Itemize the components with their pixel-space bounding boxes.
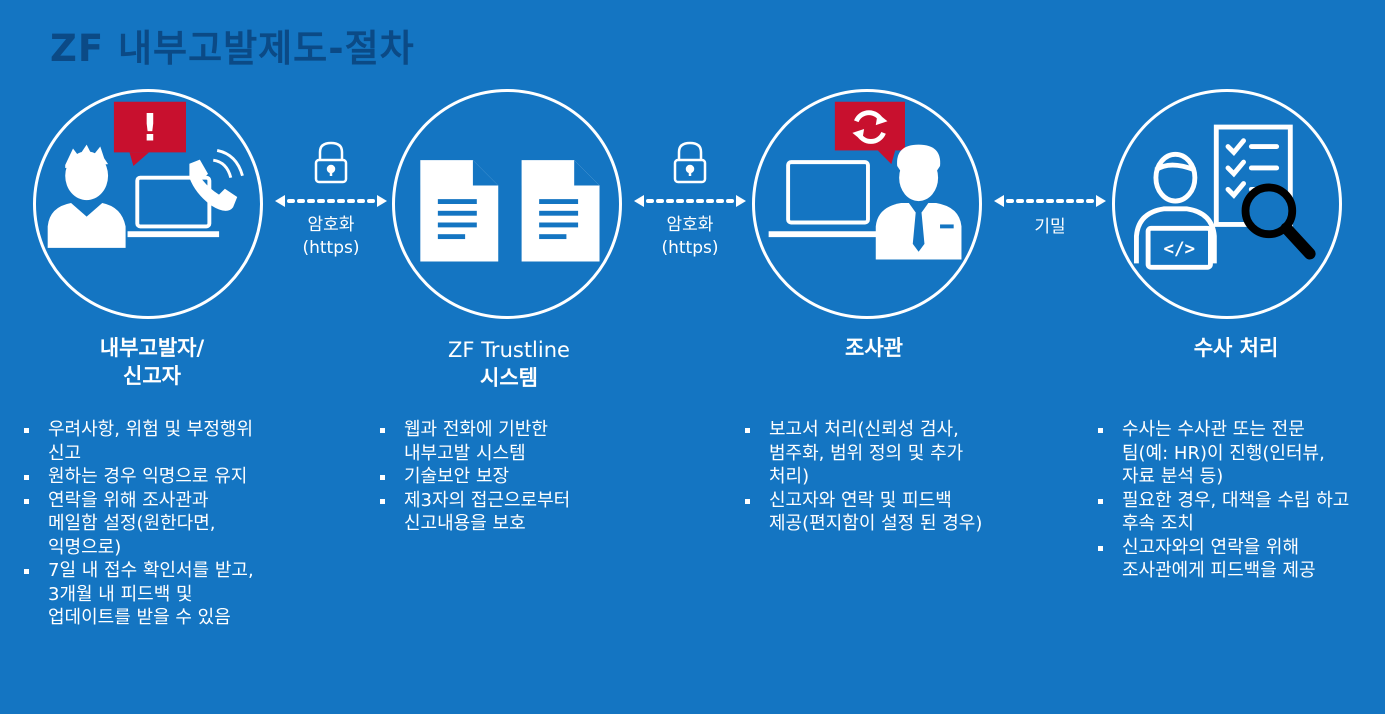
- list-item: 우려사항, 위험 및 부정행위 신고: [22, 418, 332, 465]
- double-arrow-icon: [994, 195, 1106, 207]
- connector-label: 암호화: [307, 215, 355, 235]
- list-item: 필요한 경우, 대책을 수립 하고 후속 조치: [1096, 489, 1384, 536]
- alert-bubble-icon: !: [113, 101, 186, 167]
- person-icon: [47, 144, 126, 248]
- magnifier-icon: [1241, 183, 1316, 260]
- stage-name-line1: 내부고발자/: [99, 336, 205, 360]
- double-arrow-icon: [634, 195, 746, 207]
- stage-name-line1: ZF Trustline: [448, 338, 570, 362]
- stage-name-line2: 시스템: [480, 366, 538, 390]
- connector-label: 기밀: [1034, 217, 1066, 237]
- list-item: 제3자의 접근으로부터 신고내용을 보호: [378, 489, 698, 536]
- list-item: 웹과 전화에 기반한 내부고발 시스템: [378, 418, 698, 465]
- lock-icon: [673, 141, 707, 184]
- phone-icon: [189, 149, 244, 211]
- investigation-bullets: 수사는 수사관 또는 전문 팀(예: HR)이 진행(인터뷰, 자료 분석 등)…: [1096, 418, 1384, 583]
- document-icon: [420, 160, 499, 262]
- investigator-circle: [752, 89, 982, 319]
- list-item: 수사는 수사관 또는 전문 팀(예: HR)이 진행(인터뷰, 자료 분석 등): [1096, 418, 1384, 489]
- stage-name-investigation: 수사 처리: [1106, 334, 1366, 362]
- list-item: 보고서 처리(신뢰성 검사, 범주화, 범위 정의 및 추가 처리): [743, 418, 1073, 489]
- trustline-bullets: 웹과 전화에 기반한 내부고발 시스템 기술보안 보장 제3자의 접근으로부터 …: [378, 418, 698, 536]
- document-icon: [521, 160, 600, 262]
- connector-sublabel: (https): [661, 238, 719, 258]
- list-item: 원하는 경우 익명으로 유지: [22, 465, 332, 489]
- connector-label: 암호화: [666, 215, 714, 235]
- stage-name-whistleblower: 내부고발자/ 신고자: [22, 334, 282, 390]
- page-title: ZF 내부고발제도-절차: [50, 27, 415, 70]
- list-item: 기술보안 보장: [378, 465, 698, 489]
- refresh-bubble-icon: [834, 101, 905, 165]
- stage-name-line2: 신고자: [123, 364, 181, 388]
- svg-text:</>: </>: [1163, 240, 1195, 260]
- investigator-icon: [875, 144, 962, 260]
- double-arrow-icon: [275, 195, 387, 207]
- trustline-circle: [392, 89, 622, 319]
- laptop-icon: [768, 160, 882, 238]
- investigator-bullets: 보고서 처리(신뢰성 검사, 범주화, 범위 정의 및 추가 처리) 신고자와 …: [743, 418, 1073, 536]
- connector-encryption-1: 암호화 (https): [271, 140, 391, 260]
- whistleblower-circle: !: [33, 89, 263, 319]
- connector-sublabel: (https): [302, 238, 360, 258]
- list-item: 연락을 위해 조사관과 메일함 설정(원한다면, 익명으로): [22, 489, 332, 560]
- person-icon: [1133, 151, 1217, 264]
- connector-encryption-2: 암호화 (https): [630, 140, 750, 260]
- code-laptop-icon: </>: [1145, 225, 1213, 270]
- stage-name-trustline: ZF Trustline 시스템: [379, 336, 639, 392]
- stage-name-line1: 수사 처리: [1193, 336, 1279, 360]
- lock-icon: [314, 141, 348, 184]
- list-item: 7일 내 접수 확인서를 받고, 3개월 내 피드백 및 업데이트를 받을 수 …: [22, 559, 332, 630]
- whistleblower-bullets: 우려사항, 위험 및 부정행위 신고 원하는 경우 익명으로 유지 연락을 위해…: [22, 418, 332, 630]
- list-item: 신고자와 연락 및 피드백 제공(편지함이 설정 된 경우): [743, 489, 1073, 536]
- list-item: 신고자와의 연락을 위해 조사관에게 피드백을 제공: [1096, 536, 1384, 583]
- stage-name-line1: 조사관: [845, 336, 903, 360]
- connector-confidential: 기밀: [990, 140, 1110, 260]
- investigation-circle: </>: [1112, 89, 1342, 319]
- stage-name-investigator: 조사관: [744, 334, 1004, 362]
- alert-mark: !: [142, 107, 159, 150]
